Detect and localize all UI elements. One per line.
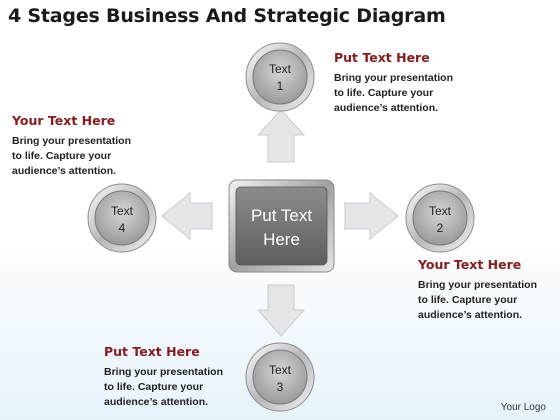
callout-heading: Put Text Here [104, 344, 200, 359]
callout-body-line: Bring your presentation [12, 135, 132, 147]
callout-body-line: to life. Capture your [334, 87, 434, 99]
callout-stage-4: Your Text Here Bring your presentation t… [12, 113, 172, 179]
callout-body-line: Bring your presentation [104, 366, 224, 378]
callout-body: Bring your presentation to life. Capture… [418, 278, 560, 323]
center-label-line1: Put Text [251, 206, 312, 225]
callout-body-line: audience’s attention. [334, 102, 439, 114]
arrow-down [256, 284, 306, 337]
arrow-right [344, 191, 399, 241]
page-title: 4 Stages Business And Strategic Diagram [8, 5, 446, 27]
callout-body-line: audience’s attention. [12, 165, 117, 177]
callout-heading: Your Text Here [418, 257, 522, 272]
center-label-line2: Here [263, 230, 300, 249]
stage-node-2: Text 2 [405, 183, 475, 253]
stage-node-2-number: 2 [437, 221, 444, 235]
stage-node-2-label: Text [429, 204, 452, 218]
callout-body: Bring your presentation to life. Capture… [12, 134, 172, 179]
callout-body-line: audience’s attention. [104, 396, 209, 408]
callout-body-line: to life. Capture your [12, 150, 112, 162]
stage-node-4-label: Text [111, 204, 134, 218]
callout-body-line: audience’s attention. [418, 309, 523, 321]
stage-node-3-number: 3 [277, 380, 284, 394]
arrow-up [256, 109, 306, 163]
stage-node-3: Text 3 [245, 342, 315, 412]
callout-body: Bring your presentation to life. Capture… [334, 71, 494, 116]
center-box: Put Text Here [228, 179, 335, 273]
stage-node-1-label: Text [269, 62, 292, 76]
callout-stage-1: Put Text Here Bring your presentation to… [334, 50, 494, 116]
stage-node-4: Text 4 [87, 183, 157, 253]
stage-node-3-label: Text [269, 363, 292, 377]
callout-stage-2: Your Text Here Bring your presentation t… [418, 257, 560, 323]
callout-body: Bring your presentation to life. Capture… [104, 365, 264, 410]
logo-placeholder: Your Logo [500, 402, 546, 413]
stage-node-1: Text 1 [245, 42, 315, 112]
stage-node-1-number: 1 [277, 79, 284, 93]
callout-body-line: to life. Capture your [418, 294, 518, 306]
stage-node-4-number: 4 [119, 221, 126, 235]
callout-stage-3: Put Text Here Bring your presentation to… [104, 344, 264, 410]
callout-heading: Put Text Here [334, 50, 430, 65]
callout-heading: Your Text Here [12, 113, 116, 128]
arrow-left [161, 191, 213, 241]
callout-body-line: to life. Capture your [104, 381, 204, 393]
callout-body-line: Bring your presentation [334, 72, 454, 84]
callout-body-line: Bring your presentation [418, 279, 538, 291]
